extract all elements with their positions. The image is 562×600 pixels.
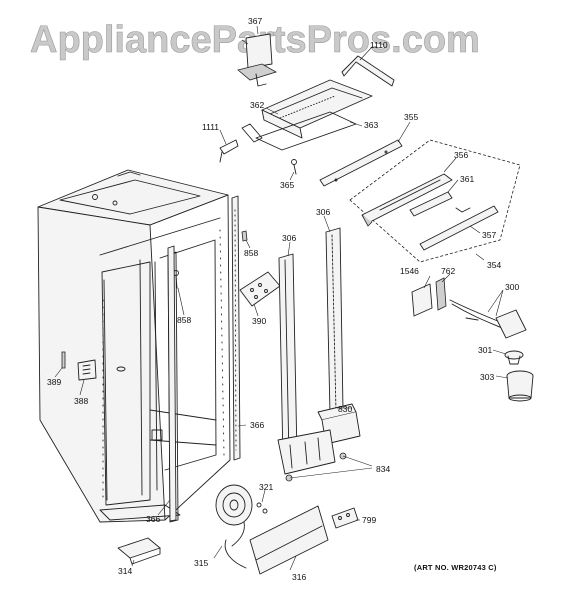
part-366-strip-right [231,195,241,461]
callout-361: 361 [460,174,474,184]
callout-367: 367 [248,16,262,26]
part-314 [117,537,161,565]
part-389 [61,351,66,369]
callout-1111: 1111 [202,122,219,132]
callout-306-b: 306 [316,207,330,217]
callout-321: 321 [259,482,273,492]
part-300 [449,299,527,339]
part-1110 [341,55,395,87]
callout-314: 314 [118,566,132,576]
callout-363: 363 [364,120,378,130]
callout-300: 300 [505,282,519,292]
part-1111 [219,139,239,163]
part-834-housing [277,429,336,475]
assembly-354-outline [349,139,521,263]
part-361 [409,191,453,217]
callout-354: 354 [487,260,501,270]
callout-366-left: 366 [146,514,160,524]
part-355 [319,139,403,187]
part-303 [506,370,534,402]
part-762 [435,277,447,311]
part-390 [239,271,281,307]
part-315 [215,484,253,569]
callout-366-right: 366 [250,420,264,430]
part-321 [256,502,268,514]
callout-355: 355 [404,112,418,122]
part-367 [237,33,278,87]
callout-388: 388 [74,396,88,406]
part-388 [77,359,97,381]
callout-356: 356 [454,150,468,160]
callout-362: 362 [250,100,264,110]
leader-lines [54,25,509,571]
callout-830: 830 [338,404,352,414]
callout-316: 316 [292,572,306,582]
callout-834: 834 [376,464,390,474]
callout-1110: 1110 [370,40,388,50]
callout-390: 390 [252,316,266,326]
callout-365: 365 [280,180,294,190]
callout-799: 799 [362,515,376,525]
part-366-strip-left [167,245,177,522]
part-316 [249,505,329,575]
part-362 [241,123,263,143]
callout-858-lower: 858 [177,315,191,325]
callout-306-a: 306 [282,233,296,243]
callout-315: 315 [194,558,208,568]
art-number: (ART NO. WR20743 C) [414,563,497,572]
callouts: 367 1110 362 363 1111 355 365 356 361 35… [47,16,519,582]
part-799 [331,507,359,529]
part-365 [291,159,297,175]
callout-389: 389 [47,377,61,387]
part-858-clip [241,230,248,242]
part-301 [504,350,524,365]
part-306-channel-a [278,253,298,461]
callout-762: 762 [441,266,455,276]
part-1546 [411,283,433,317]
callout-301: 301 [478,345,492,355]
refrigerator-case [37,169,231,523]
part-357 [419,205,499,251]
part-363-housing [261,79,373,139]
callout-357: 357 [482,230,496,240]
part-306-channel-b [325,227,344,415]
callout-1546: 1546 [400,266,419,276]
callout-858-upper: 858 [244,248,258,258]
part-356 [361,173,453,227]
callout-303: 303 [480,372,494,382]
